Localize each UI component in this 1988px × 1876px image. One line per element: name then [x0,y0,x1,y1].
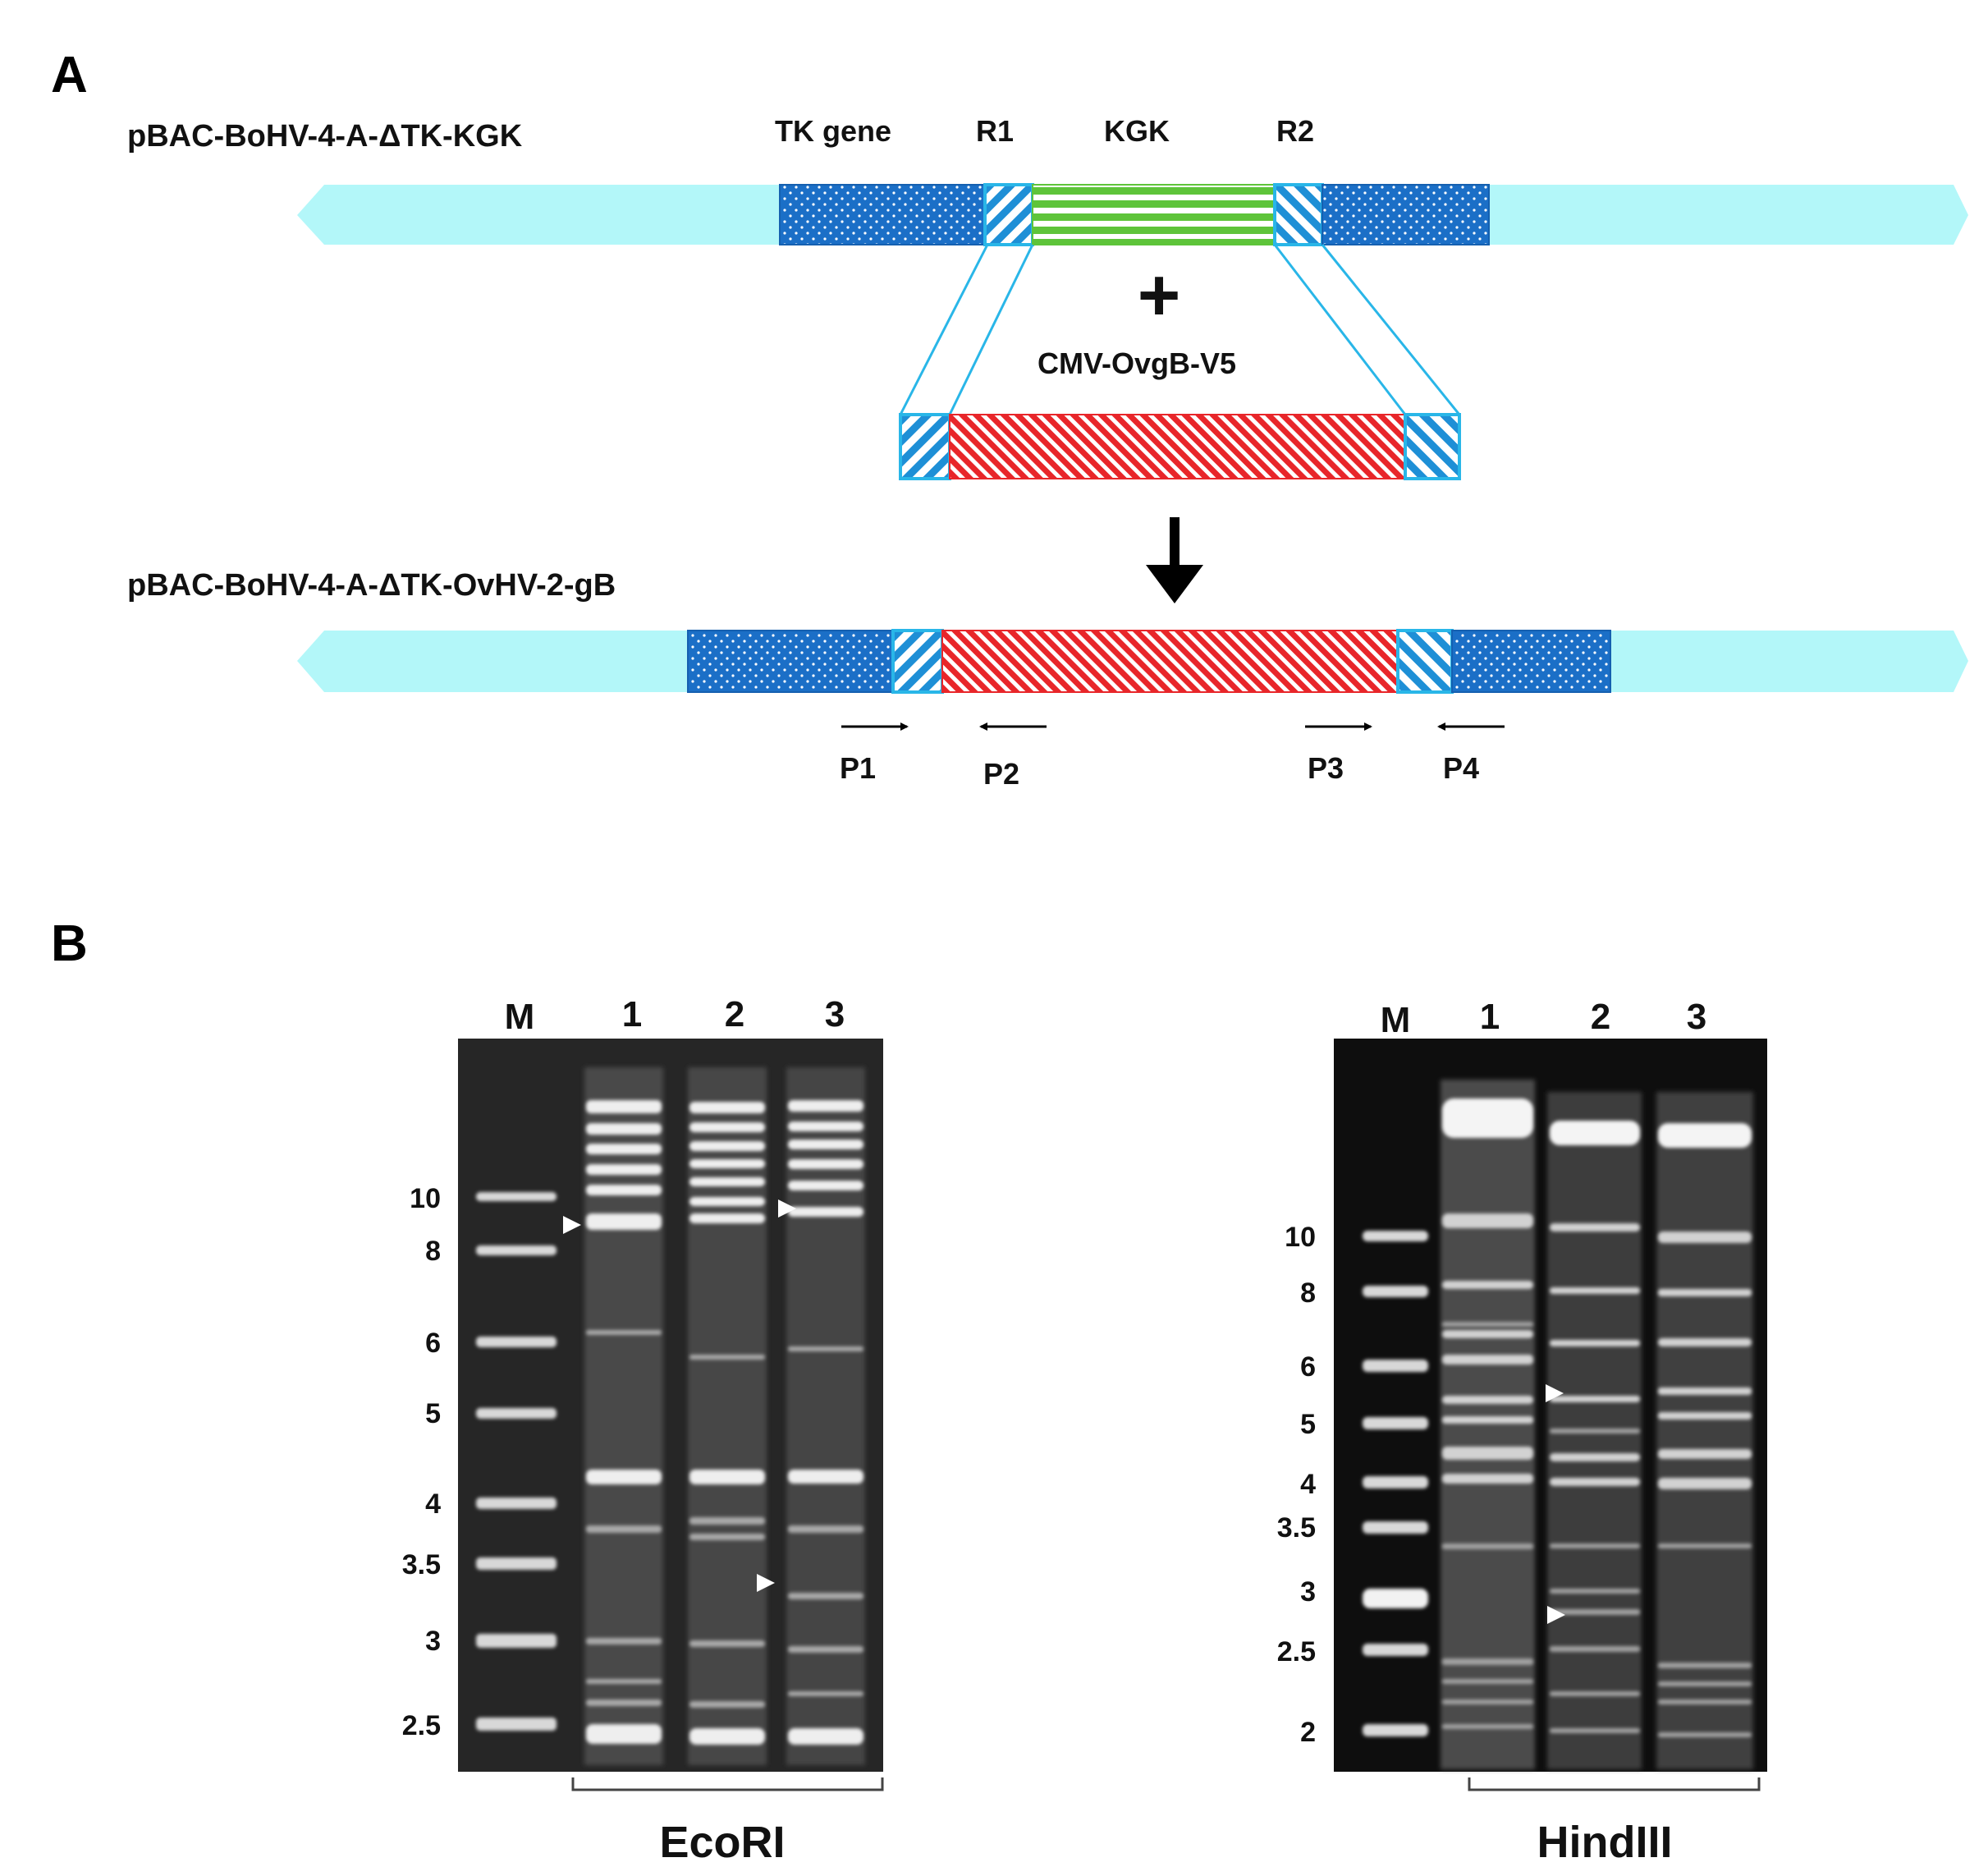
construct-bottom-map [297,629,1968,694]
gel2-size-10: 10 [1285,1222,1316,1253]
panel-b-letter: B [51,915,88,972]
plus-sign: + [1138,255,1181,337]
gel2-enzyme-label: HindIII [1537,1818,1673,1867]
primer-p4-label: P4 [1443,751,1479,785]
cassette-label: CMV-OvgB-V5 [1038,346,1236,380]
tk-right-top [1322,184,1490,245]
cassette-map [899,413,1461,480]
gel2-size-5: 5 [1300,1409,1316,1440]
primer-p2-label: P2 [983,757,1019,791]
gel2-arrow-2 [1547,1606,1565,1624]
tk-left-bottom [687,630,894,693]
r2-top [1273,183,1324,246]
gel1-size-3-5: 3.5 [402,1549,441,1580]
down-arrow-icon [1146,517,1203,603]
gel1-size-5: 5 [425,1398,441,1429]
gel2-band-arrows [1546,1384,1565,1624]
construct-top-map [297,183,1968,246]
gel1-marker-lane [476,1192,557,1731]
tk-left-top [779,184,986,245]
panel-a-letter: A [51,47,88,103]
gel1-size-3: 3 [425,1626,441,1657]
panel-a: A pBAC-BoHV-4-A-ΔTK-KGK TK gene R1 KGK R… [51,47,1968,791]
gel1-arrow-2 [778,1199,796,1218]
gel2-size-2-5: 2.5 [1277,1636,1316,1667]
gel2-lane-m: M [1381,1000,1411,1040]
cassette-insert [949,414,1406,479]
gel1-size-6: 6 [425,1328,441,1359]
gel2-size-8: 8 [1300,1277,1316,1309]
gel2-sample-lanes [1441,1080,1753,1769]
gel1-arrow-3 [757,1574,775,1592]
gel2-lane-3: 3 [1687,997,1706,1037]
gel2-bracket [1468,1777,1761,1791]
gel1-size-labels: 10 8 6 5 4 3.5 3 2.5 [402,1183,441,1741]
gel2-lane-1: 1 [1480,997,1500,1037]
panel-b: B M 1 2 3 [51,915,1767,1867]
gel2-size-3: 3 [1300,1576,1316,1608]
gel2-marker-lane [1363,1231,1428,1736]
gel1-size-4: 4 [425,1488,441,1520]
gel1-lane-3: 3 [825,994,845,1034]
primer-p1-label: P1 [840,751,876,785]
gel1-size-2-5: 2.5 [402,1710,441,1741]
gel2-lane-2: 2 [1591,997,1610,1037]
gel1-band-arrows [563,1199,796,1592]
gel1-bracket [571,1777,884,1791]
gel1-lane-1: 1 [622,994,642,1034]
cassette-r1 [899,413,951,480]
gel2-arrow-1 [1546,1384,1564,1402]
r1-label: R1 [976,114,1014,148]
kgk-block [1032,184,1276,245]
r2-label: R2 [1276,114,1314,148]
recombination-lines [899,244,1461,415]
gel1-lane-2: 2 [725,994,744,1034]
gel2-size-6: 6 [1300,1351,1316,1383]
tk-right-bottom [1451,630,1611,693]
gel1-size-10: 10 [410,1183,441,1214]
kgk-label: KGK [1104,114,1170,148]
primer-p3-label: P3 [1308,751,1344,785]
r2-bottom [1396,629,1454,694]
gel1-enzyme-label: EcoRI [659,1818,785,1867]
gel2-size-4: 4 [1300,1469,1316,1500]
gel1-size-8: 8 [425,1236,441,1267]
gel1-lane-m: M [505,997,535,1037]
r1-bottom [891,629,944,694]
gel2-size-3-5: 3.5 [1277,1512,1316,1543]
gel1-sample-lanes [584,1067,865,1765]
construct-bottom-label: pBAC-BoHV-4-A-ΔTK-OvHV-2-gB [127,568,616,603]
gel-hindiii: M 1 2 3 [1277,997,1767,1867]
tk-gene-label: TK gene [775,114,891,148]
r1-top [983,183,1034,246]
gel2-size-2: 2 [1300,1717,1316,1748]
construct-top-label: pBAC-BoHV-4-A-ΔTK-KGK [127,119,523,154]
gel-ecori: M 1 2 3 [402,994,884,1867]
cassette-r2 [1404,413,1461,480]
gel1-arrow-1 [563,1216,581,1234]
insert-bottom [941,630,1399,693]
gel2-size-labels: 10 8 6 5 4 3.5 3 2.5 2 [1277,1222,1316,1748]
